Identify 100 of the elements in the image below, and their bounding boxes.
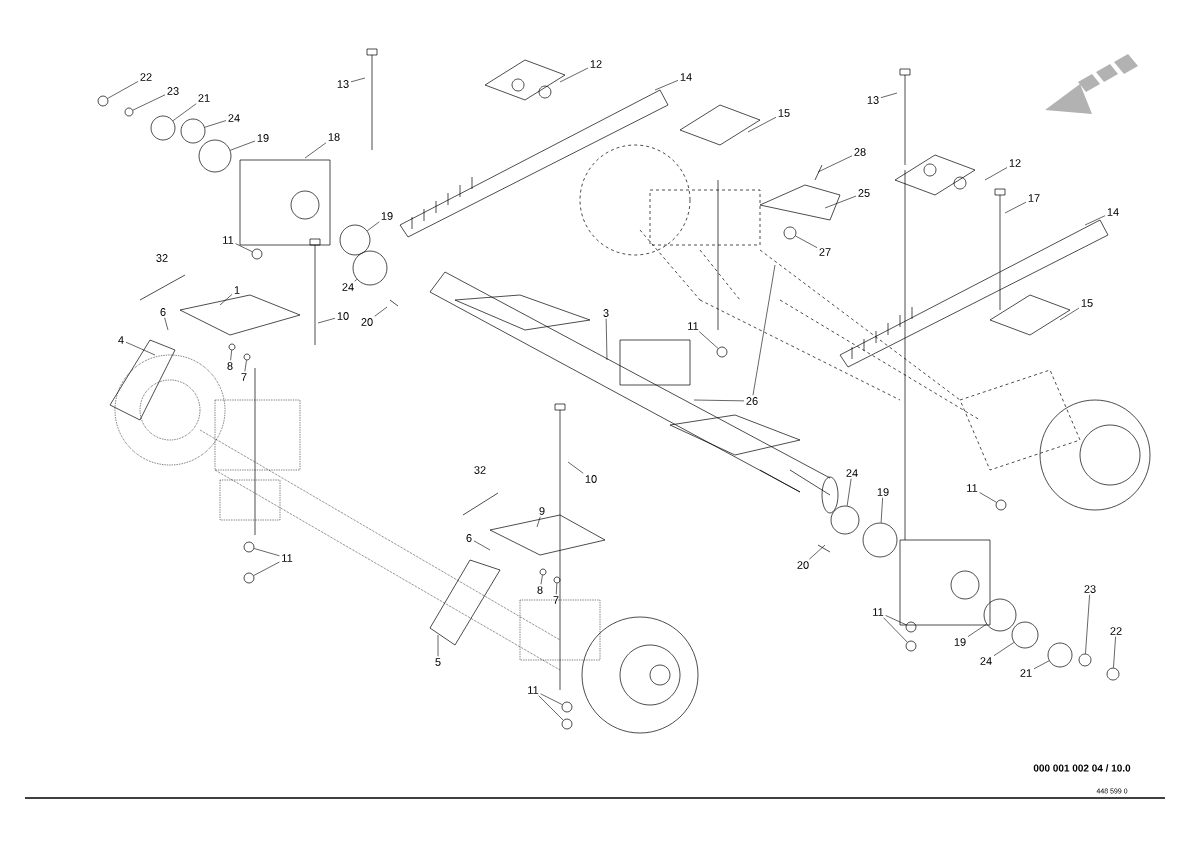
nut <box>561 718 573 730</box>
nut <box>905 640 917 652</box>
leader-line <box>556 583 558 595</box>
nut <box>905 621 917 633</box>
leader-line <box>367 221 380 232</box>
callout-number: 19 <box>954 638 966 646</box>
callout-number: 15 <box>1081 299 1093 307</box>
nut <box>783 226 797 240</box>
washer <box>1011 621 1039 649</box>
callout-number: 10 <box>585 475 597 483</box>
leader-line <box>374 306 388 317</box>
leader-line <box>354 279 358 282</box>
leader-line <box>1004 201 1027 214</box>
leader-line <box>350 77 366 83</box>
nut <box>243 572 255 584</box>
leader-line <box>817 155 853 173</box>
leader-line <box>317 317 336 324</box>
leader-line <box>880 92 898 98</box>
callout-number: 23 <box>1084 585 1096 593</box>
callout-number: 1 <box>234 286 240 294</box>
washer <box>352 250 388 286</box>
callout-number: 14 <box>680 73 692 81</box>
leader-line <box>824 195 857 209</box>
washer <box>862 522 898 558</box>
callout-number: 28 <box>854 148 866 156</box>
leader-line <box>172 103 197 121</box>
callout-number: 15 <box>778 109 790 117</box>
callout-number: 24 <box>342 283 354 291</box>
leader-line <box>244 360 247 372</box>
washer <box>830 505 860 535</box>
callout-number: 8 <box>227 362 233 370</box>
leader-line <box>605 318 608 361</box>
leader-line <box>993 642 1015 656</box>
callout-number: 7 <box>553 596 559 604</box>
leader-line <box>538 695 564 721</box>
callout-number: 11 <box>688 322 699 330</box>
leader-line <box>204 120 227 128</box>
leader-line <box>559 67 589 83</box>
callout-number: 24 <box>228 114 240 122</box>
washer <box>150 115 176 141</box>
nut <box>251 248 263 260</box>
callout-number: 24 <box>980 657 992 665</box>
leader-line <box>1113 636 1116 668</box>
callout-number: 7 <box>241 373 247 381</box>
callout-number: 14 <box>1107 208 1119 216</box>
washer <box>983 598 1017 632</box>
nut <box>716 346 728 358</box>
leader-line <box>235 243 253 252</box>
leader-line <box>164 317 169 331</box>
callout-number: 19 <box>877 488 889 496</box>
callout-number: 11 <box>223 236 234 244</box>
callout-number: 12 <box>1009 159 1021 167</box>
leader-line <box>747 116 777 133</box>
leader-line <box>809 544 826 560</box>
callout-number: 25 <box>858 189 870 197</box>
callout-number: 21 <box>1020 669 1032 677</box>
callout-number: 6 <box>160 308 166 316</box>
leader-line <box>219 294 233 306</box>
callout-number: 11 <box>282 554 293 562</box>
callout-number: 19 <box>381 212 393 220</box>
leader-line <box>230 140 256 151</box>
callout-number: 13 <box>867 96 879 104</box>
callout-number: 4 <box>118 336 124 344</box>
washer <box>1047 642 1073 668</box>
callout-number: 18 <box>328 133 340 141</box>
washer <box>180 118 206 144</box>
nut <box>995 499 1007 511</box>
leader-line <box>699 331 719 349</box>
callout-number: 20 <box>797 561 809 569</box>
leader-line <box>967 623 987 637</box>
leader-line <box>437 634 439 657</box>
leader-line <box>107 81 139 99</box>
callout-number: 27 <box>819 248 831 256</box>
leader-line <box>230 350 232 361</box>
callout-number: 3 <box>603 309 609 317</box>
callout-number: 21 <box>198 94 210 102</box>
nut <box>1106 667 1120 681</box>
rivet <box>539 568 547 576</box>
leader-line <box>885 615 907 626</box>
rivet <box>553 576 561 584</box>
leader-line <box>752 264 776 396</box>
leader-line <box>1084 215 1106 226</box>
callout-number: 11 <box>967 484 978 492</box>
callout-number: 6 <box>466 534 472 542</box>
leader-line <box>567 461 584 474</box>
callout-number: 32 <box>156 254 168 262</box>
leader-line <box>984 167 1008 181</box>
callout-number: 8 <box>537 586 543 594</box>
leader-line <box>125 341 156 356</box>
callout-number: 12 <box>590 60 602 68</box>
callout-number: 22 <box>140 73 152 81</box>
callout-number: 11 <box>873 608 884 616</box>
leader-line <box>540 575 543 585</box>
callout-number: 11 <box>528 686 539 694</box>
callout-number: 24 <box>846 469 858 477</box>
leader-line <box>540 693 563 705</box>
leader-line <box>693 399 745 402</box>
nut <box>243 541 255 553</box>
leader-line <box>1085 594 1090 654</box>
leader-line <box>132 94 166 111</box>
